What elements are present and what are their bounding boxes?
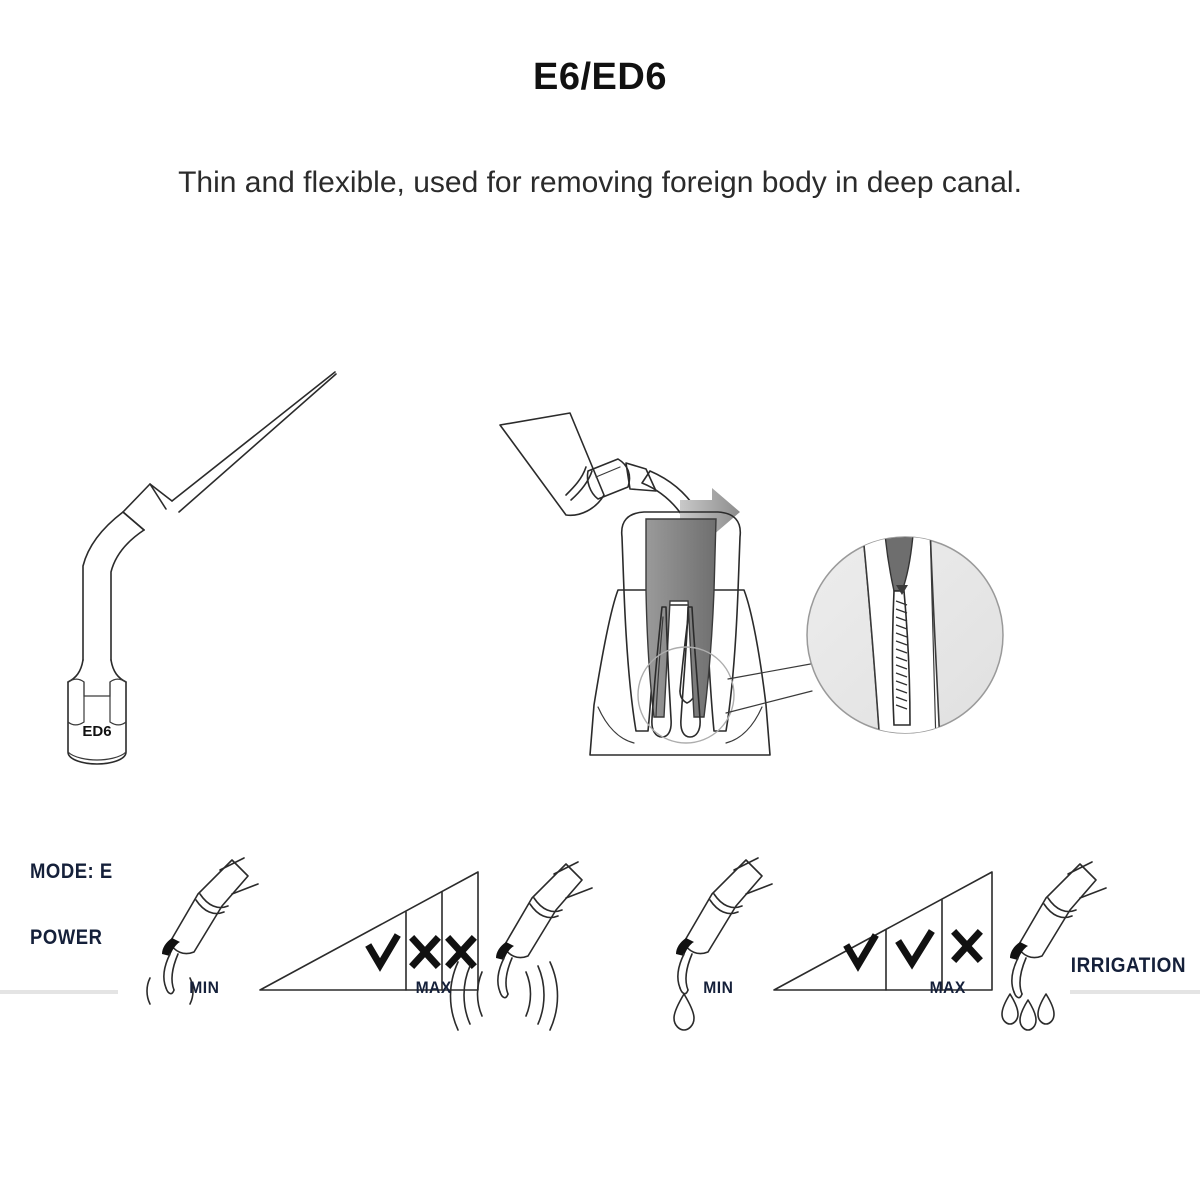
handpiece-single-drop-icon <box>673 857 773 1031</box>
power-cell-3-cross <box>445 935 477 969</box>
mode-power-labels: MODE: E POWER <box>30 860 170 950</box>
handpiece-multi-drop-icon <box>1001 861 1107 1031</box>
tip-model-label: ED6 <box>82 723 111 740</box>
usage-illustration <box>470 395 1030 785</box>
irrigation-cell-2-check <box>895 929 935 970</box>
handpiece-vibration-small-icon <box>146 857 259 1005</box>
page-title: E6/ED6 <box>533 56 667 98</box>
irrigation-label: IRRIGATION <box>1070 954 1186 977</box>
power-min-label: MIN <box>189 978 220 997</box>
spec-row: MODE: E POWER IRRIGATION <box>0 850 1200 1031</box>
handpiece-vibration-large-icon <box>449 861 593 1031</box>
power-triangle <box>259 871 479 991</box>
magnified-detail-circle-icon <box>806 536 1004 734</box>
irrigation-cell-1-check <box>843 933 879 972</box>
power-scale-unit: MIN MAX <box>146 850 593 1031</box>
irrigation-cell-3-cross <box>951 929 983 963</box>
mode-label: MODE: E <box>30 860 113 883</box>
power-max-label: MAX <box>415 978 452 997</box>
tip-illustration: ED6 <box>40 360 370 780</box>
power-cell-2-cross <box>409 935 441 969</box>
rule-right <box>1070 990 1200 994</box>
irrigation-min-label: MIN <box>703 978 734 997</box>
ultrasonic-handpiece-icon <box>499 412 657 517</box>
dental-scaler-tip-line-drawing: ED6 <box>67 371 337 765</box>
irrigation-scale-unit: MIN MAX <box>662 850 1107 1031</box>
power-label: POWER <box>30 926 103 949</box>
power-cell-1-check <box>365 933 401 972</box>
irrigation-triangle <box>773 871 993 991</box>
magnifier-source-circle <box>637 646 735 744</box>
rule-left <box>0 990 118 994</box>
page-subtitle: Thin and flexible, used for removing for… <box>178 166 1022 199</box>
irrigation-max-label: MAX <box>929 978 966 997</box>
tooth-cross-section-icon <box>589 511 771 756</box>
